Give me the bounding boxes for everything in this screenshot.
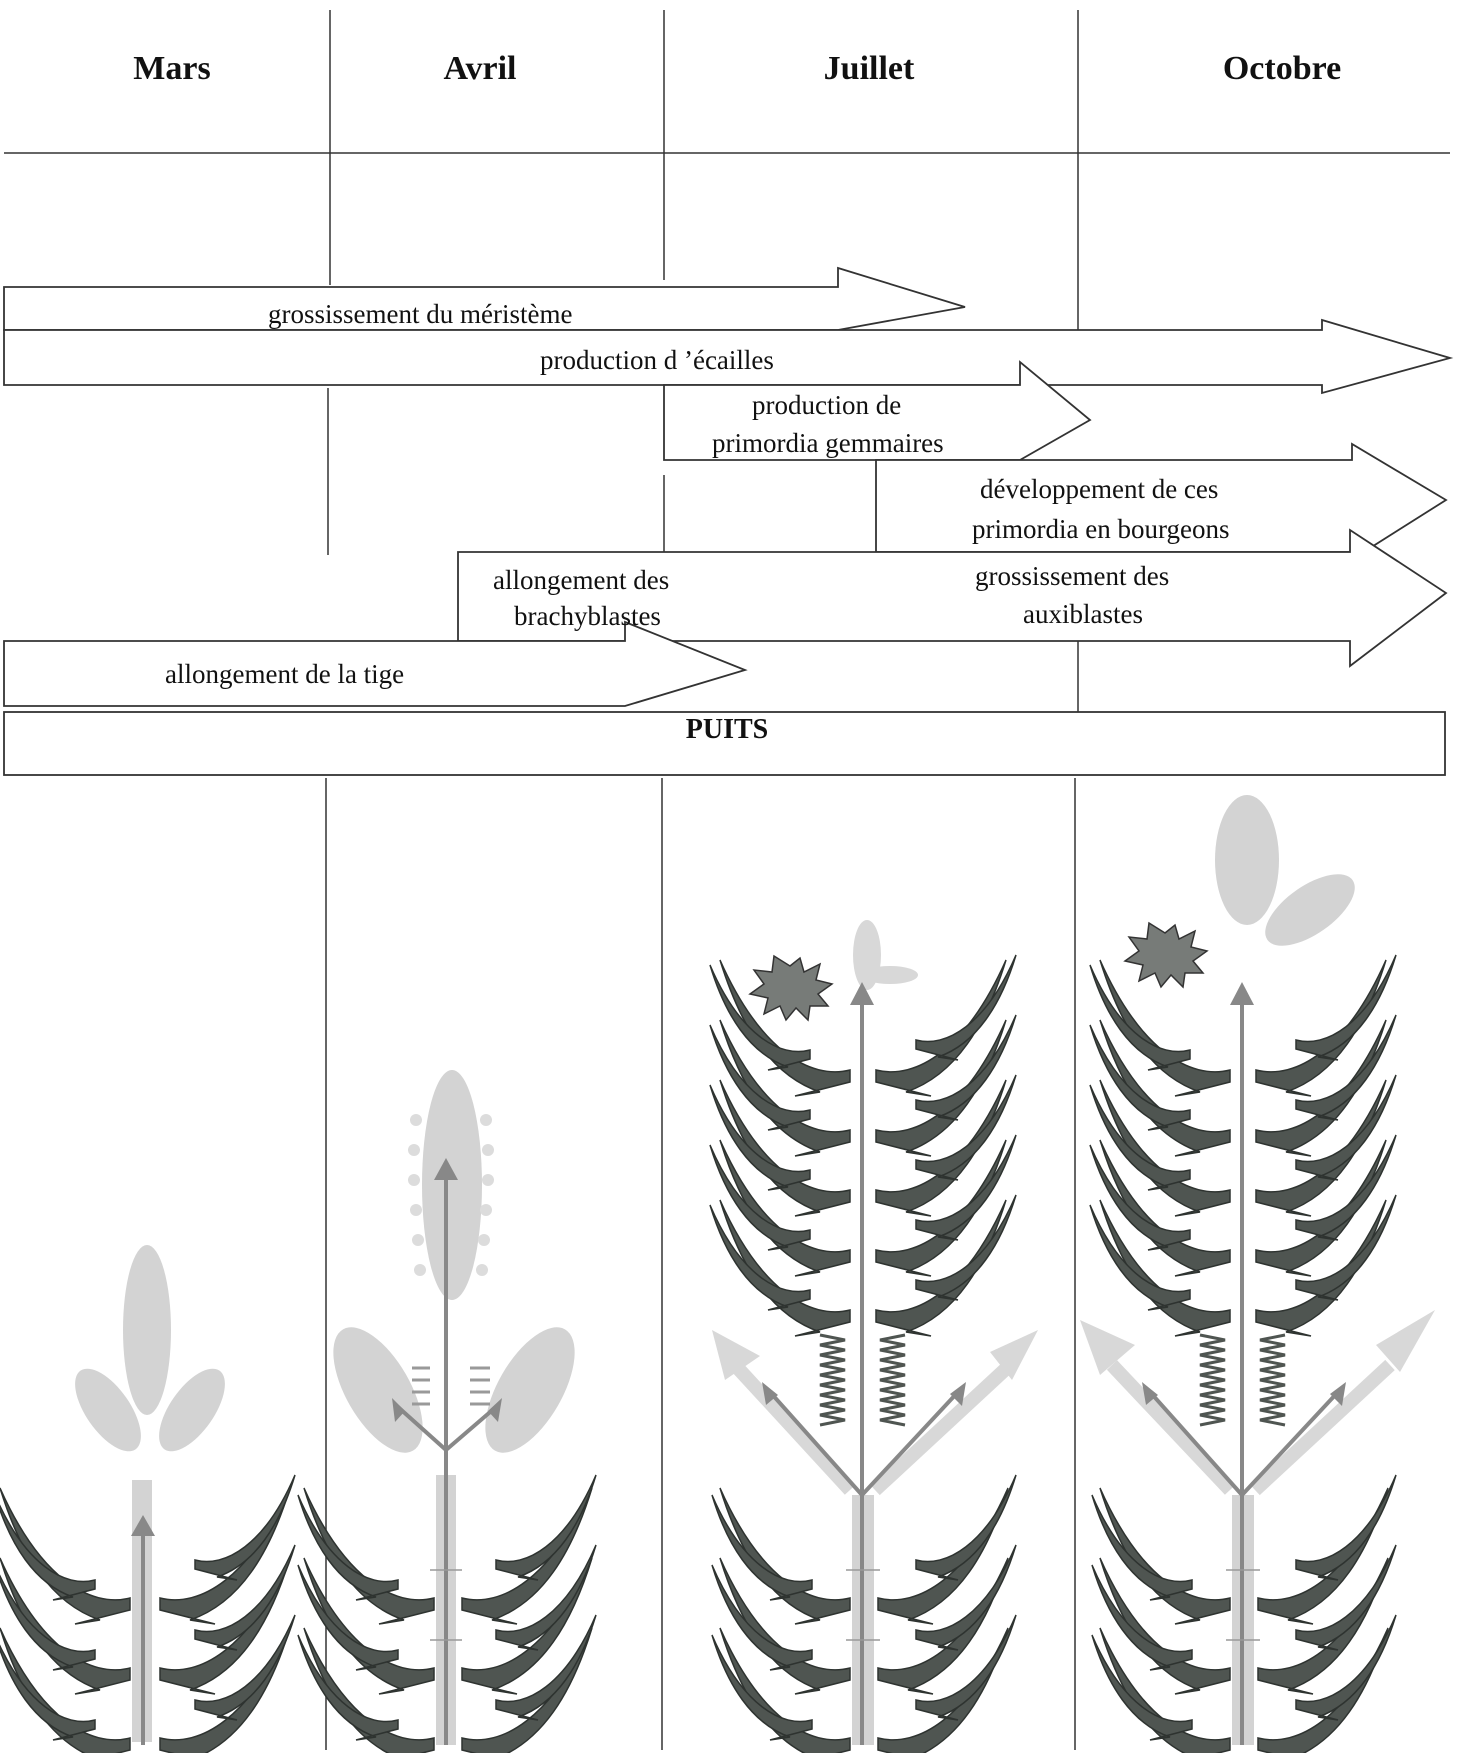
growth-arrows — [396, 1175, 498, 1745]
label-scales: production d ’écailles — [540, 345, 774, 375]
label-meristem: grossissement du méristème — [268, 299, 573, 329]
arrow-stem — [3, 620, 748, 707]
apical-bud — [1215, 795, 1279, 925]
sink-box — [3, 711, 1446, 776]
lateral-bud-right — [159, 1368, 225, 1452]
side-light-arrows — [729, 1359, 1015, 1496]
label-buds-2: primordia en bourgeons — [972, 514, 1230, 544]
shoot-avril — [297, 1070, 597, 1753]
primordia-marks — [412, 1366, 490, 1406]
lateral-bud-right — [485, 1327, 575, 1453]
month-header-octobre: Octobre — [1222, 50, 1342, 87]
month-header-mars: Mars — [133, 50, 211, 87]
scale-dots — [408, 1114, 494, 1276]
label-buds-1: développement de ces — [980, 474, 1219, 504]
label-auxiblastes-2: auxiblastes — [1023, 599, 1143, 629]
lateral-bud-left — [333, 1327, 423, 1453]
label-auxiblastes-1: grossissement des — [975, 561, 1170, 591]
arrow-scales — [3, 318, 1454, 395]
process-arrows — [3, 266, 1454, 776]
label-primordia-2: primordia gemmaires — [712, 428, 944, 458]
month-header-juillet: Juillet — [823, 50, 915, 87]
label-stem: allongement de la tige — [165, 659, 405, 689]
arrow-primordia — [663, 360, 1092, 461]
shoot-mars — [0, 1245, 296, 1753]
month-header-avril: Avril — [443, 50, 517, 87]
shoot-juillet — [709, 920, 1038, 1753]
label-brachyblastes-2: brachyblastes — [514, 601, 661, 631]
label-primordia-1: production de — [752, 390, 902, 420]
growth-arrows — [768, 1000, 960, 1745]
apical-bud — [422, 1070, 482, 1300]
apical-bud — [123, 1245, 171, 1415]
growth-arrowhead — [131, 1515, 155, 1536]
side-light-arrows — [1106, 1359, 1395, 1496]
growth-arrows — [1148, 1000, 1340, 1745]
shoot-octobre — [1080, 795, 1435, 1753]
zigzag-scales — [819, 1333, 906, 1427]
lateral-bud-left — [75, 1368, 141, 1452]
label-brachyblastes-1: allongement des — [493, 565, 670, 595]
sink-label: PUITS — [685, 714, 769, 745]
star-bud — [1124, 922, 1208, 988]
zigzag-scales — [1199, 1333, 1286, 1427]
star-bud — [749, 955, 833, 1021]
lateral-bud-right — [1265, 874, 1355, 946]
